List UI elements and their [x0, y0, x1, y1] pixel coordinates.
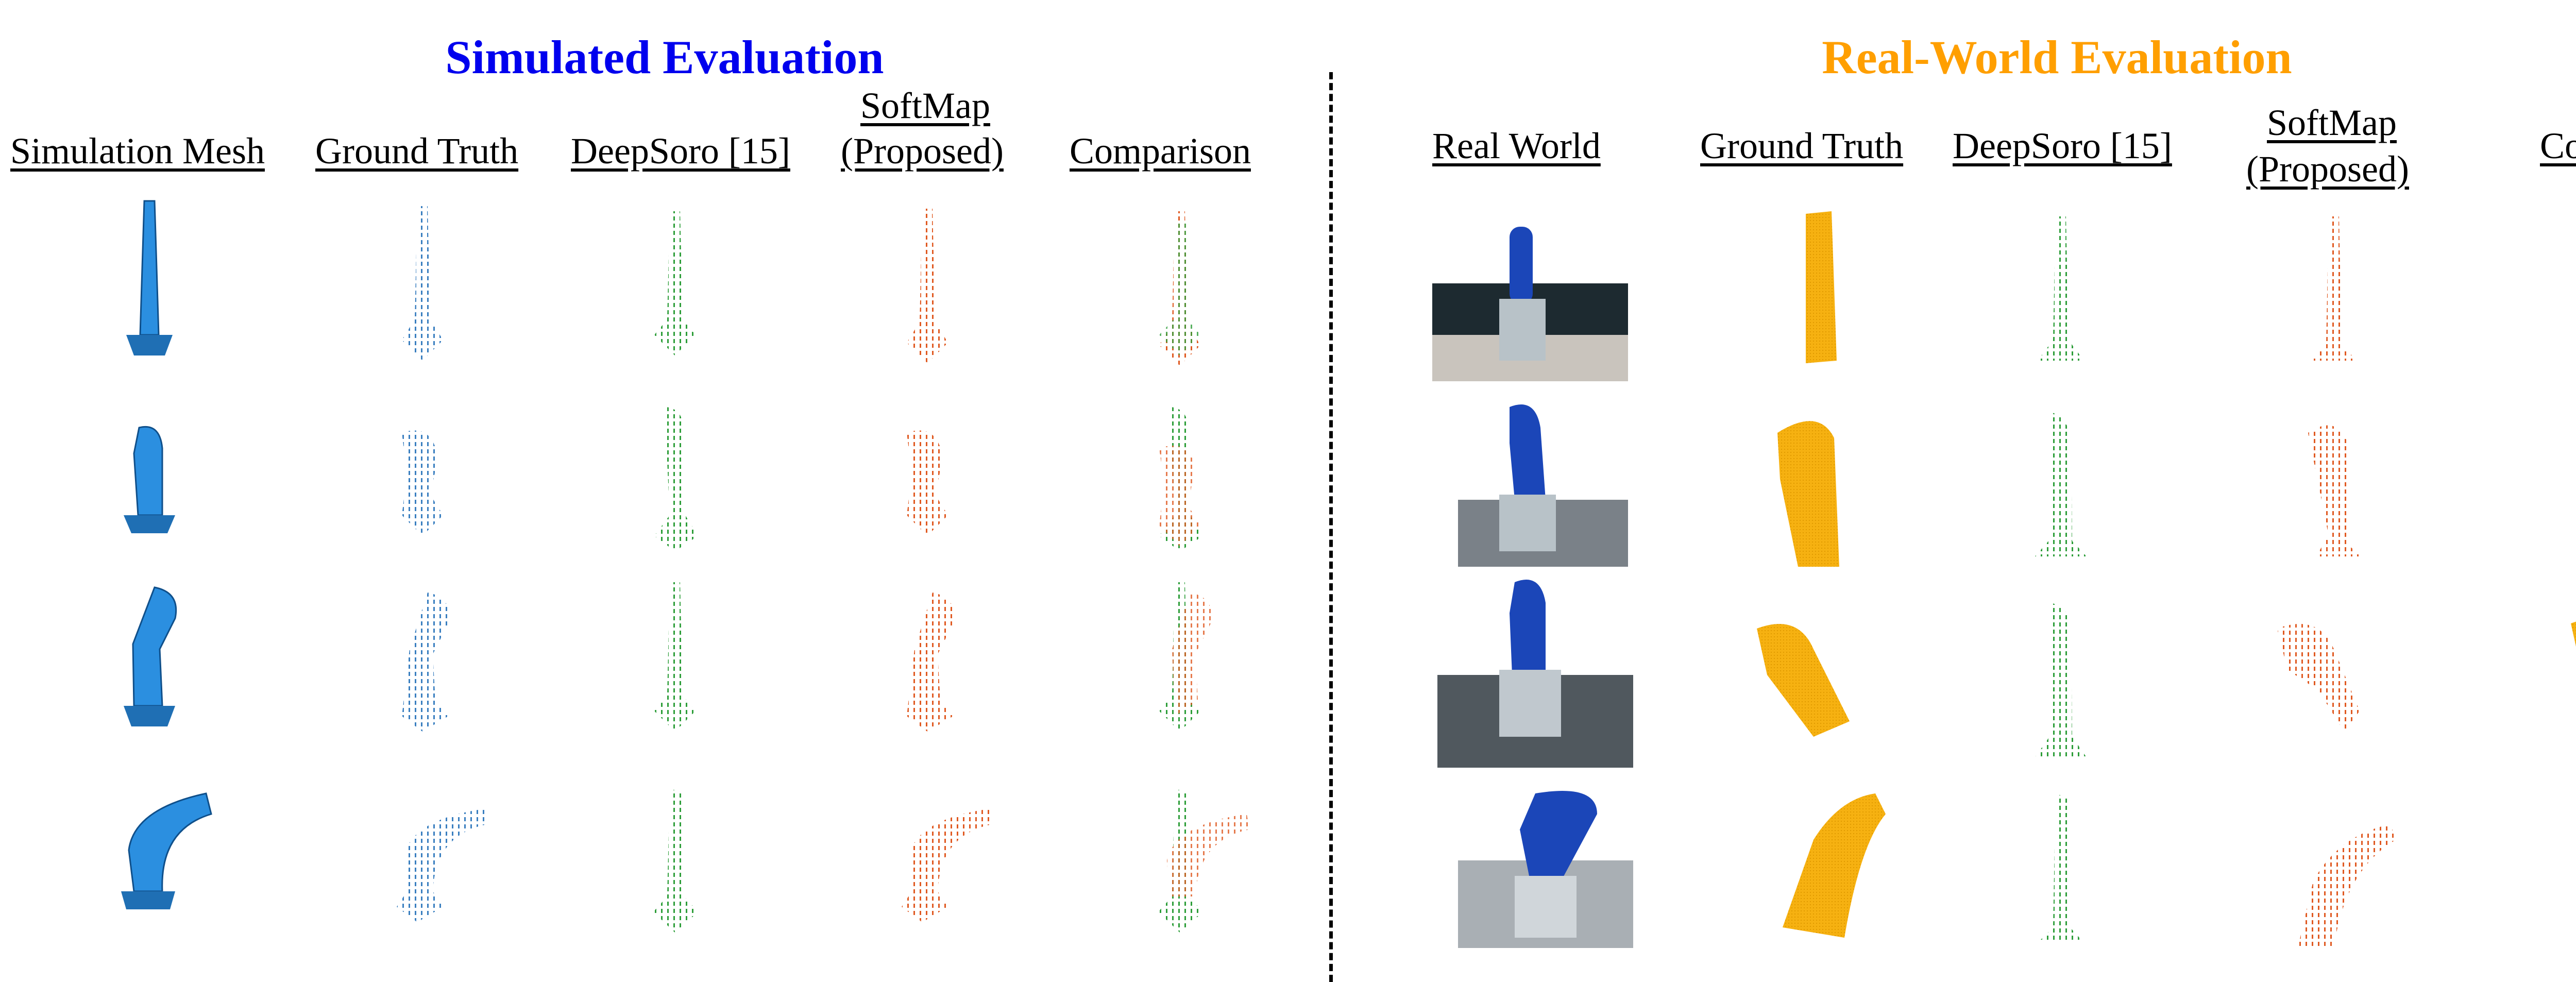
- real-softmap-row2: [2257, 402, 2411, 577]
- real-deepsoro-row1: [1984, 206, 2138, 381]
- header-sim-ground-truth: Ground Truth: [315, 130, 519, 172]
- real-world-photo-row3: [1437, 572, 1633, 768]
- header-sim-softmap-line1: SoftMap: [860, 85, 990, 126]
- sim-mesh-row2: [72, 412, 227, 587]
- sim-deepsoro-row3: [598, 572, 752, 747]
- sim-softmap-row4: [850, 773, 1005, 948]
- simulated-title: Simulated Evaluation: [445, 31, 884, 83]
- sim-comparison-row4: [1103, 778, 1257, 953]
- real-softmap-row3: [2257, 608, 2411, 783]
- real-world-photo-row1: [1432, 227, 1628, 381]
- real-deepsoro-row3: [1984, 592, 2138, 768]
- real-comparison-row3: [2550, 592, 2576, 768]
- header-real-world: Real World: [1432, 125, 1601, 166]
- header-real-ground-truth: Ground Truth: [1700, 125, 1904, 166]
- real-ground-truth-row3: [1736, 608, 1891, 783]
- header-sim-softmap-line2: (Proposed): [841, 130, 1004, 172]
- sim-mesh-row1: [72, 191, 227, 366]
- sim-ground-truth-row2: [345, 412, 500, 587]
- real-deepsoro-row2: [1984, 402, 2138, 577]
- header-real-softmap-line2: (Proposed): [2246, 148, 2409, 190]
- sim-softmap-row3: [850, 577, 1005, 752]
- real-ground-truth-row1: [1741, 201, 1896, 376]
- header-real-softmap-line1: SoftMap: [2267, 102, 2397, 143]
- real-deepsoro-row4: [1984, 783, 2138, 958]
- sim-ground-truth-row1: [345, 196, 500, 371]
- header-simulation-mesh: Simulation Mesh: [10, 130, 265, 172]
- real-comparison-row1: [2561, 201, 2576, 376]
- real-ground-truth-row4: [1772, 783, 1927, 958]
- real-comparison-row4: [2555, 783, 2576, 958]
- real-softmap-row1: [2257, 206, 2411, 381]
- sim-comparison-row3: [1103, 572, 1257, 747]
- real-ground-truth-row2: [1731, 402, 1886, 577]
- real-world-photo-row2: [1443, 397, 1638, 567]
- header-sim-comparison: Comparison: [1070, 130, 1251, 172]
- header-sim-deepsoro: DeepSoro [15]: [571, 130, 790, 172]
- sim-ground-truth-row4: [345, 773, 500, 948]
- sim-mesh-row3: [72, 577, 227, 752]
- sim-comparison-row1: [1103, 201, 1257, 376]
- sim-softmap-row1: [850, 198, 1005, 374]
- sim-deepsoro-row4: [598, 778, 752, 953]
- sim-comparison-row2: [1103, 392, 1257, 567]
- sim-softmap-row2: [850, 412, 1005, 587]
- header-real-comparison: Comparison: [2540, 125, 2576, 166]
- real-softmap-row4: [2267, 804, 2421, 979]
- header-real-deepsoro: DeepSoro [15]: [1953, 125, 2172, 166]
- sim-ground-truth-row3: [345, 577, 500, 752]
- real-world-title: Real-World Evaluation: [1822, 31, 2292, 83]
- sim-deepsoro-row2: [598, 392, 752, 567]
- real-world-photo-row4: [1458, 783, 1654, 948]
- sim-mesh-row4: [72, 773, 227, 948]
- sim-deepsoro-row1: [598, 201, 752, 376]
- section-divider: [1329, 72, 1333, 982]
- real-comparison-row2: [2550, 402, 2576, 577]
